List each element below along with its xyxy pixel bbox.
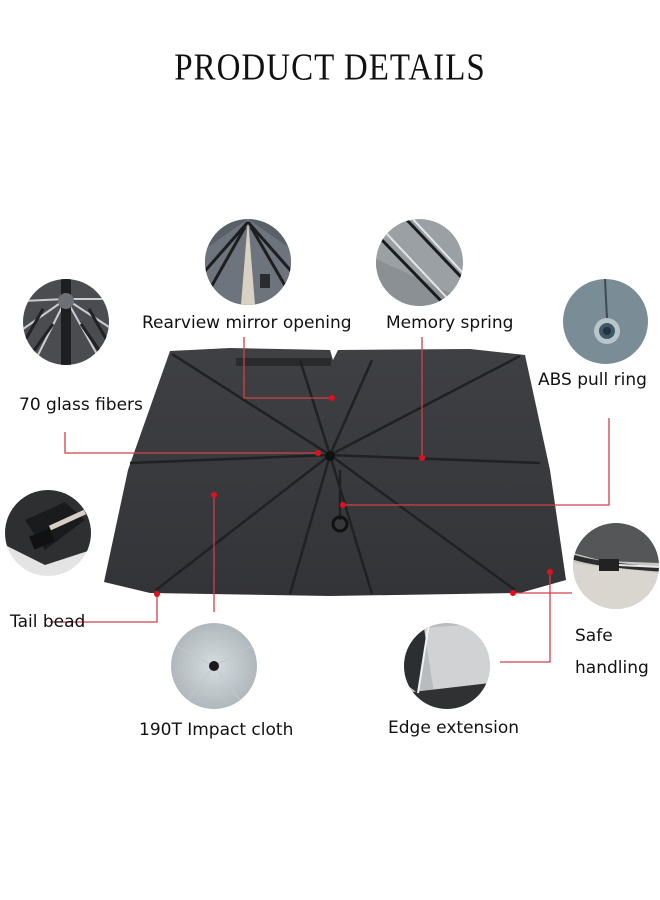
tail-bead-label: Tail bead (10, 612, 86, 632)
glass-fibers-label: 70 glass fibers (19, 395, 143, 415)
rearview-mirror-opening-thumbnail (205, 219, 291, 305)
edge-extension-label: Edge extension (388, 718, 520, 738)
abs-pull-ring-thumbnail (563, 279, 648, 364)
abs-pull-ring-label: ABS pull ring (538, 370, 647, 390)
memory-spring-label: Memory spring (386, 313, 514, 333)
safe-handling-label-line2: handling (575, 658, 649, 678)
rearview-mirror-opening-label: Rearview mirror opening (142, 313, 352, 333)
safe-handling-label-line1: Safe (575, 626, 613, 646)
glass-fibers-thumbnail (23, 279, 109, 365)
impact-cloth-label: 190T Impact cloth (139, 720, 294, 740)
tail-bead-thumbnail (5, 490, 91, 576)
edge-extension-thumbnail (404, 623, 490, 709)
page-title: PRODUCT DETAILS (174, 47, 486, 89)
memory-spring-thumbnail (376, 219, 463, 306)
safe-handling-thumbnail (573, 523, 659, 609)
